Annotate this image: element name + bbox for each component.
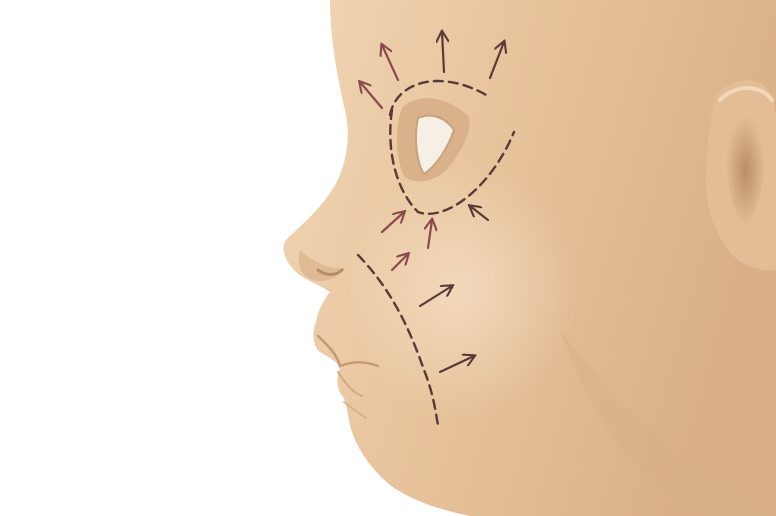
arrow-brow-mid-left bbox=[382, 45, 400, 82]
lift-arrows bbox=[360, 32, 504, 374]
surgical-markings bbox=[356, 79, 516, 427]
arrow-undereye-mid bbox=[428, 220, 432, 250]
arrow-jaw bbox=[438, 356, 474, 374]
ear bbox=[705, 80, 776, 271]
arrow-undereye-left bbox=[380, 212, 404, 234]
eye-socket bbox=[396, 98, 470, 182]
arrow-brow-mid bbox=[442, 32, 444, 74]
mannequin-head bbox=[283, 0, 776, 516]
eye-socket-inner bbox=[415, 114, 456, 176]
upper-lip bbox=[316, 334, 380, 368]
arrow-cheek-mid bbox=[418, 286, 452, 308]
orbit-dashed-line bbox=[389, 108, 516, 215]
arrow-brow-right bbox=[488, 42, 504, 80]
nostril bbox=[316, 268, 344, 276]
brow-dashed-line bbox=[388, 79, 490, 117]
ear-inner bbox=[725, 115, 766, 226]
arrow-cheek-upper bbox=[390, 254, 408, 272]
ear-rim-highlight bbox=[718, 86, 774, 102]
cheek-dashed-line bbox=[356, 253, 440, 427]
arrow-undereye-right bbox=[470, 206, 490, 222]
neck-shadow bbox=[560, 330, 776, 516]
chin-crease bbox=[343, 401, 367, 419]
cheek-highlight bbox=[350, 160, 590, 420]
arrow-brow-left bbox=[360, 82, 384, 110]
lower-lip bbox=[337, 371, 363, 397]
